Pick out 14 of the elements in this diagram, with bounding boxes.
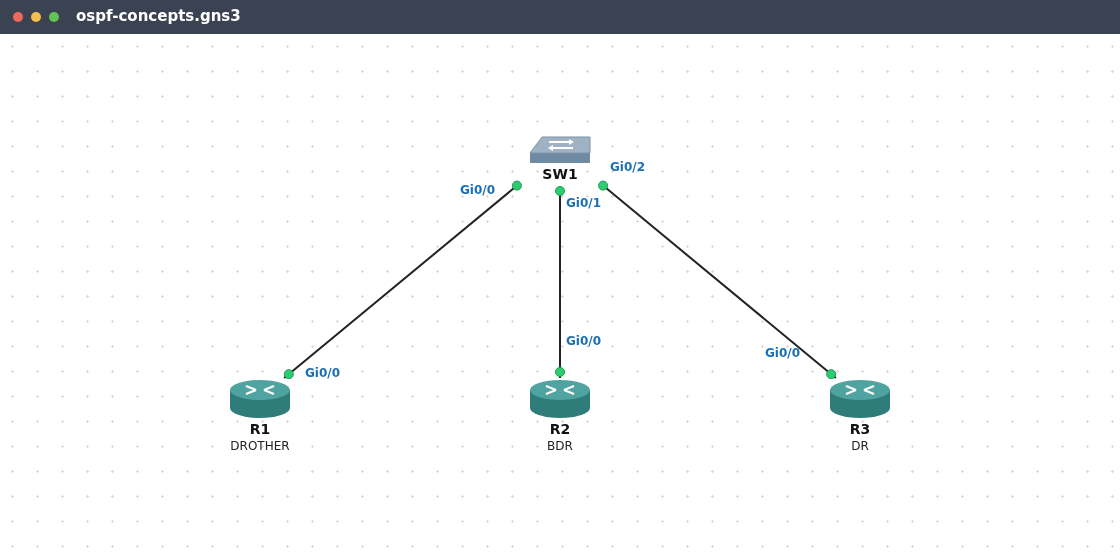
- window-title: ospf-concepts.gns3: [76, 7, 241, 25]
- device-role: DR: [851, 438, 869, 454]
- interface-label: Gi0/1: [566, 196, 602, 210]
- device-name: SW1: [542, 165, 578, 183]
- interface-label: Gi0/0: [458, 183, 495, 197]
- device-name: R2: [549, 420, 571, 438]
- device-role: DROTHER: [230, 438, 290, 454]
- device-name: R1: [249, 420, 271, 438]
- interface-label: Gi0/0: [763, 346, 800, 360]
- interface-label: Gi0/2: [610, 160, 646, 174]
- device-name: R3: [849, 420, 871, 438]
- device-role: BDR: [547, 438, 573, 454]
- interface-label: Gi0/0: [305, 366, 341, 380]
- interface-label: Gi0/0: [566, 334, 602, 348]
